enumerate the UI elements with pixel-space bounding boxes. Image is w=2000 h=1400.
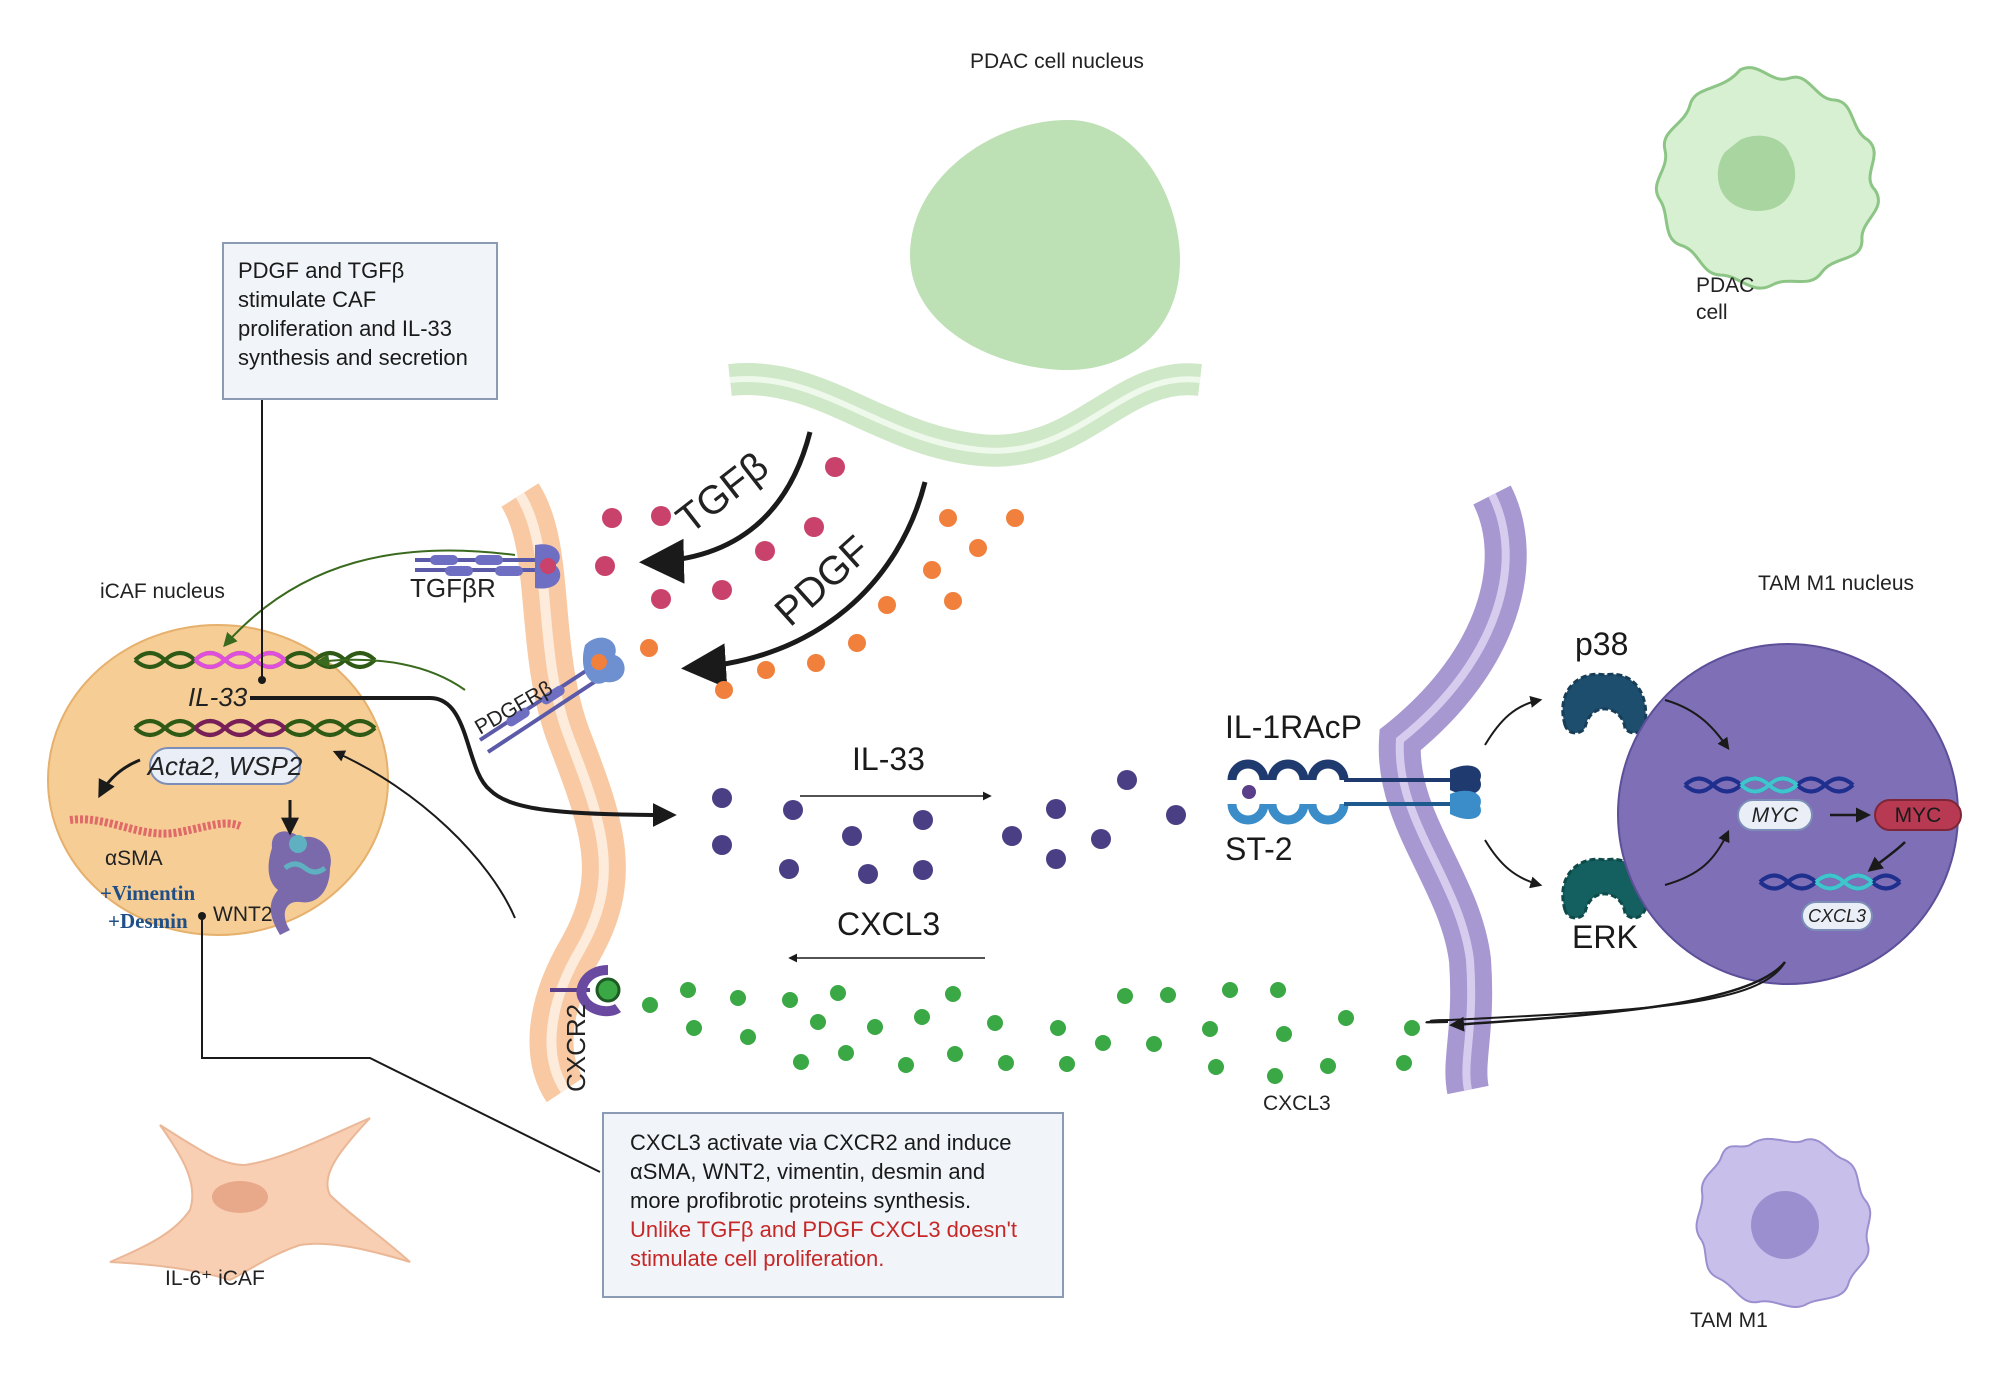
vimentin-label: +Vimentin [100,881,196,905]
il1racp-label: IL-1RAcP [1225,709,1362,745]
pdac-nucleus [910,120,1180,370]
acta2-wsp2-label: Acta2, WSP2 [146,751,303,781]
info-box-proliferation-text: PDGF and TGFβ stimulate CAF proliferatio… [238,258,468,370]
info-box-cxcl3-red-text: Unlike TGFβ and PDGF CXCL3 doesn't stimu… [630,1217,1017,1271]
il33-gene-label: IL-33 [188,682,248,712]
tam-m1-label: TAM M1 [1690,1309,1768,1332]
myc-protein-label: MYC [1895,804,1942,827]
pdac-cell-icon [1654,66,1880,290]
pdgf-bound-ligand [591,654,607,670]
cxcl3-bottom-label: CXCL3 [1263,1092,1331,1115]
dna-acta2-gene [133,719,377,737]
tgfb-ligands [595,457,845,609]
pdac-cell-label-2: cell [1696,301,1728,324]
cxcr2-receptor [550,965,621,1017]
il33-ligands [712,770,1186,884]
il1racp-receptor [1227,759,1450,782]
p38-protein-icon [1561,672,1648,735]
pdac-nucleus-label: PDAC cell nucleus [970,50,1144,73]
tgfbr-label: TGFβR [410,573,496,603]
myc-gene-label: MYC [1752,804,1800,827]
il33-secretion-arrow [250,696,677,827]
wnt2-protein-icon [268,831,331,935]
myc-protein [1874,799,1962,831]
cxcl3-gene-label: CXCL3 [1808,906,1866,926]
info-box-cxcl3-text: CXCL3 activate via CXCR2 and induce αSMA… [630,1130,1012,1213]
dna-il33-gene [133,651,377,669]
p38-label: p38 [1575,626,1628,662]
cxcr2-label: CXCR2 [561,1004,591,1092]
asma-fiber [69,815,242,838]
il33-flow-label: IL-33 [852,741,925,777]
il6-icaf-label: IL-6⁺ iCAF [165,1267,265,1290]
pdgf-label: PDGF [767,528,879,635]
pdgf-ligands [640,509,1024,699]
tgfb-arrow [639,431,813,584]
wnt2-label: WNT2 [213,903,273,926]
tgfbr-receptor [415,544,561,589]
erk-protein-icon [1561,857,1648,920]
pdac-cell-label-1: PDAC [1696,274,1754,297]
cxcl3-flow-label: CXCL3 [837,906,940,942]
tam-nucleus-label: TAM M1 nucleus [1758,572,1914,595]
desmin-label: +Desmin [108,909,188,933]
tgfb-label: TGFβ [668,444,776,542]
dna-myc-gene [1683,776,1855,794]
icaf-nucleus-label: iCAF nucleus [100,580,225,603]
asma-label: αSMA [105,847,163,870]
cxcl3-ligands [642,982,1420,1084]
pdgf-arrow [681,481,928,689]
info-box-cxcl3: CXCL3 activate via CXCR2 and induce αSMA… [602,1112,1064,1298]
tam-membrane [1378,485,1527,1095]
st2-label: ST-2 [1225,831,1293,867]
info-box-proliferation: PDGF and TGFβ stimulate CAF proliferatio… [222,242,498,400]
st2-receptor [1227,802,1450,825]
dna-cxcl3-gene [1758,873,1902,891]
erk-label: ERK [1572,919,1638,955]
tgfb-bound-ligand [540,558,556,574]
